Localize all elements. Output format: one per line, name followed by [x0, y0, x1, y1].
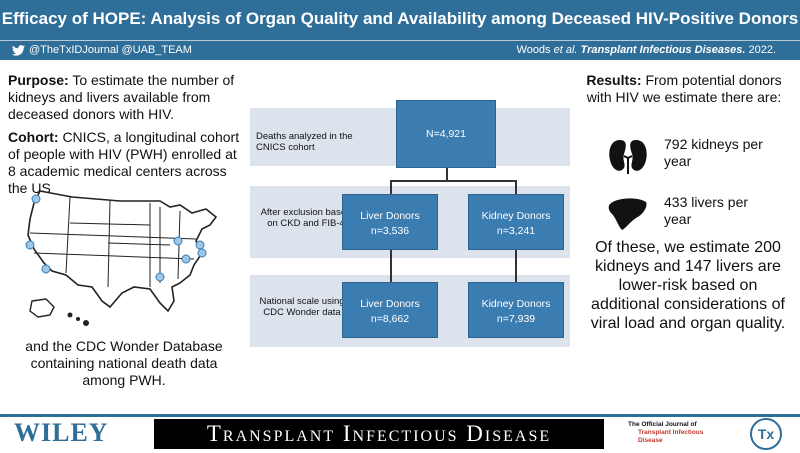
- node-liver-donors-cnics-value: n=3,536: [370, 225, 410, 237]
- livers-per-year: 433 livers per year: [664, 194, 749, 227]
- node-liver-donors-cnics-title: Liver Donors: [360, 210, 420, 222]
- node-liver-donors-national: Liver Donors n=8,662: [342, 282, 438, 338]
- node-kidney-donors-cnics-title: Kidney Donors: [481, 210, 551, 222]
- twitter-bird-icon: [12, 44, 25, 56]
- cohort-text: CNICS, a longitudinal cohort of people w…: [8, 129, 240, 196]
- official-journal-note: The Official Journal of Transplant Infec…: [628, 421, 728, 445]
- purpose-text: To estimate the number of kidneys and li…: [8, 72, 235, 122]
- connector-liver-down: [390, 250, 392, 282]
- kidneys-icon: [609, 140, 647, 174]
- results-text: From potential donors with HIV we estima…: [586, 72, 782, 105]
- page-title: Efficacy of HOPE: Analysis of Organ Qual…: [1, 9, 799, 28]
- cdc-wonder-text: and the CDC Wonder Database containing n…: [25, 338, 223, 388]
- title-bar: Efficacy of HOPE: Analysis of Organ Qual…: [0, 0, 800, 40]
- node-kidney-donors-cnics-value: n=3,241: [496, 225, 536, 237]
- citation-year: 2022.: [748, 44, 776, 56]
- connector-horizontal: [390, 180, 516, 182]
- official-line2: Transplant Infectious Disease: [638, 429, 704, 444]
- connector-kidney-down: [515, 250, 517, 282]
- liver-icon: [608, 198, 647, 230]
- connector-left-drop: [390, 180, 392, 194]
- node-liver-donors-national-title: Liver Donors: [360, 298, 420, 310]
- node-kidney-donors-national-title: Kidney Donors: [481, 298, 551, 310]
- footer-divider: [0, 414, 800, 417]
- cohort-paragraph: Cohort: CNICS, a longitudinal cohort of …: [8, 129, 240, 197]
- node-liver-donors-national-value: n=8,662: [370, 313, 410, 325]
- journal-name: Transplant Infectious Disease: [206, 421, 552, 446]
- purpose-label: Purpose:: [8, 72, 69, 88]
- node-liver-donors-cnics: Liver Donors n=3,536: [342, 194, 438, 250]
- summary-text: Of these, we estimate 200 kidneys and 14…: [590, 239, 786, 332]
- results-label: Results:: [586, 72, 642, 88]
- tx-logo-text: Tx: [758, 426, 775, 442]
- journal-banner: Transplant Infectious Disease: [154, 419, 604, 449]
- connector-trunk: [446, 168, 448, 180]
- results-paragraph: Results: From potential donors with HIV …: [574, 72, 794, 106]
- tx-network-logo-icon: Tx: [750, 418, 782, 450]
- us-map-icon: [25, 190, 218, 326]
- connector-right-drop: [515, 180, 517, 194]
- label-after-exclusion: After exclusion based on CKD and FIB-4: [260, 207, 352, 229]
- footer: WILEY Transplant Infectious Disease The …: [0, 417, 800, 453]
- flow-diagram: Deaths analyzed in the CNICS cohort Afte…: [250, 100, 570, 360]
- kidney-stat: 792 kidneys per year: [606, 132, 786, 180]
- kidneys-per-year: 792 kidneys per year: [664, 136, 763, 169]
- right-column: Results: From potential donors with HIV …: [574, 72, 794, 106]
- social-handles: @TheTxIDJournal @UAB_TEAM: [12, 44, 192, 56]
- node-kidney-donors-cnics: Kidney Donors n=3,241: [468, 194, 564, 250]
- official-line1: The Official Journal of: [628, 421, 697, 428]
- node-kidney-donors-national-value: n=7,939: [496, 313, 536, 325]
- node-total-deaths: N=4,921: [396, 100, 496, 168]
- cohort-label: Cohort:: [8, 129, 59, 145]
- citation: Woods et al. Transplant Infectious Disea…: [517, 44, 776, 56]
- purpose-paragraph: Purpose: To estimate the number of kidne…: [8, 72, 240, 123]
- citation-etal: et al.: [553, 44, 578, 56]
- left-column: Purpose: To estimate the number of kidne…: [8, 72, 240, 203]
- node-kidney-donors-national: Kidney Donors n=7,939: [468, 282, 564, 338]
- label-deaths-analyzed: Deaths analyzed in the CNICS cohort: [256, 131, 353, 153]
- twitter-handles: @TheTxIDJournal @UAB_TEAM: [29, 44, 192, 56]
- citation-authors: Woods: [516, 44, 551, 56]
- citation-journal: Transplant Infectious Diseases.: [580, 44, 746, 56]
- sub-header-bar: @TheTxIDJournal @UAB_TEAM Woods et al. T…: [0, 40, 800, 60]
- liver-stat: 433 livers per year: [606, 190, 786, 238]
- label-national-scale: National scale using CDC Wonder data: [259, 296, 345, 318]
- wiley-logo: WILEY: [14, 418, 109, 447]
